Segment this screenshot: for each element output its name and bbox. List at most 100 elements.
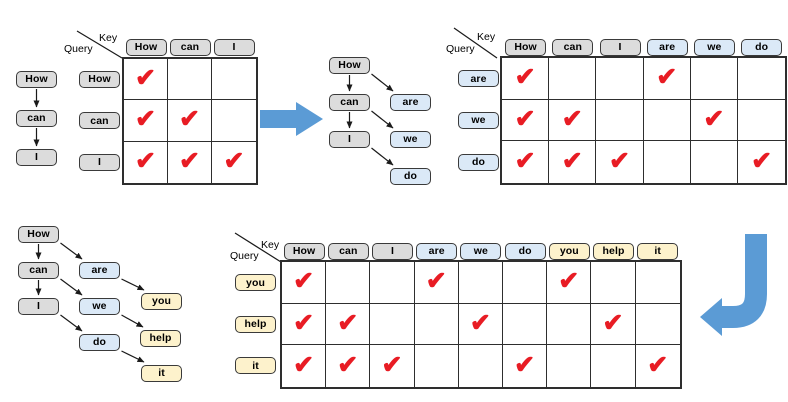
matrix-cell: ✔ bbox=[738, 141, 785, 183]
key-col-header-do: do bbox=[741, 39, 783, 56]
matrix-cell: ✔ bbox=[326, 345, 371, 387]
flow-arrow-down-left-head-icon bbox=[700, 298, 722, 336]
matrix-cell: ✔ bbox=[370, 345, 415, 387]
tree-edge-arrow bbox=[60, 314, 83, 332]
tree-node-i: I bbox=[329, 131, 370, 148]
tree-edge-arrow bbox=[60, 278, 83, 296]
matrix-cell bbox=[549, 58, 597, 100]
key-axis-label: Key bbox=[261, 239, 280, 251]
tree-node-i: I bbox=[16, 149, 57, 166]
matrix-cell: ✔ bbox=[282, 345, 327, 387]
matrix-cell: ✔ bbox=[643, 58, 691, 100]
check-icon: ✔ bbox=[561, 105, 583, 134]
matrix-cell bbox=[212, 100, 256, 142]
query-axis-label: Query bbox=[230, 250, 259, 262]
matrix-cell: ✔ bbox=[690, 99, 738, 142]
tree-node-do: do bbox=[79, 334, 120, 351]
key-col-header-can: can bbox=[327, 243, 369, 260]
key-col-header-you: you bbox=[548, 243, 590, 260]
matrix-cell: ✔ bbox=[502, 99, 550, 142]
tree-edge-arrow bbox=[60, 242, 83, 260]
tree-node-how: How bbox=[329, 57, 370, 74]
check-icon: ✔ bbox=[381, 350, 403, 379]
flow-arrow-right-icon bbox=[260, 102, 323, 136]
matrix-cell bbox=[596, 58, 644, 100]
matrix-cell bbox=[503, 262, 548, 304]
check-icon: ✔ bbox=[293, 350, 315, 379]
check-icon: ✔ bbox=[179, 105, 200, 134]
key-col-header-can: can bbox=[552, 39, 594, 56]
key-col-header-do: do bbox=[504, 243, 546, 260]
matrix-cell: ✔ bbox=[124, 59, 168, 101]
key-col-header-i: I bbox=[599, 39, 641, 56]
matrix-cell: ✔ bbox=[282, 262, 327, 304]
tree-node-we: we bbox=[79, 298, 120, 315]
matrix-cell bbox=[596, 99, 644, 142]
tree-node-are: are bbox=[390, 94, 431, 111]
matrix-cell bbox=[415, 345, 459, 387]
check-icon: ✔ bbox=[561, 147, 583, 176]
matrix-cell bbox=[738, 58, 786, 100]
tree-node-i: I bbox=[18, 298, 59, 315]
tree-edge-arrow bbox=[121, 350, 145, 363]
matrix-cell bbox=[414, 303, 459, 345]
matrix-cell bbox=[591, 345, 636, 387]
query-row-header-i: I bbox=[79, 153, 120, 171]
tree-node-can: can bbox=[16, 110, 57, 127]
query-row-header-are: are bbox=[458, 70, 499, 88]
key-axis-label: Key bbox=[99, 32, 118, 44]
tree-edge-arrow bbox=[371, 110, 394, 129]
matrix-cell bbox=[547, 303, 592, 345]
query-row-header-you: you bbox=[235, 274, 276, 292]
matrix-cell bbox=[643, 99, 691, 142]
tree-node-how: How bbox=[16, 71, 57, 88]
check-icon: ✔ bbox=[337, 350, 359, 379]
matrix-cell: ✔ bbox=[414, 262, 459, 304]
matrix-cell bbox=[459, 345, 503, 387]
matrix-cell bbox=[690, 58, 738, 100]
matrix-cell: ✔ bbox=[502, 141, 550, 184]
key-col-header-i: I bbox=[372, 243, 413, 260]
matrix-cell: ✔ bbox=[596, 141, 644, 184]
matrix-cell: ✔ bbox=[502, 58, 550, 100]
matrix-cell: ✔ bbox=[168, 141, 212, 183]
key-col-header-help: help bbox=[593, 243, 634, 260]
key-col-header-i: I bbox=[213, 39, 255, 56]
tree-edge-arrow bbox=[121, 314, 144, 328]
tree-node-it: it bbox=[141, 365, 182, 382]
matrix-cell bbox=[212, 59, 256, 101]
matrix-cell bbox=[635, 304, 680, 345]
matrix-cell bbox=[691, 141, 738, 184]
tree-node-you: you bbox=[141, 293, 182, 310]
matrix-cell: ✔ bbox=[168, 100, 212, 142]
check-icon: ✔ bbox=[609, 147, 630, 176]
matrix-cell: ✔ bbox=[503, 345, 548, 387]
matrix-cell bbox=[644, 141, 691, 184]
check-icon: ✔ bbox=[656, 63, 678, 92]
matrix-cell bbox=[738, 100, 786, 142]
matrix-cell: ✔ bbox=[124, 141, 168, 183]
matrix-cell: ✔ bbox=[282, 303, 327, 345]
check-icon: ✔ bbox=[751, 147, 773, 176]
check-icon: ✔ bbox=[602, 308, 624, 337]
matrix-cell: ✔ bbox=[458, 303, 503, 345]
check-icon: ✔ bbox=[703, 105, 725, 134]
check-icon: ✔ bbox=[293, 267, 315, 296]
attention-grid-second-decode-attention-mask: ✔✔✔✔✔✔✔✔✔✔✔✔ bbox=[280, 260, 682, 389]
tree-node-we: we bbox=[390, 131, 431, 148]
query-axis-label: Query bbox=[446, 43, 475, 55]
check-icon: ✔ bbox=[647, 350, 669, 379]
query-row-header-do: do bbox=[458, 153, 499, 171]
matrix-cell: ✔ bbox=[124, 100, 168, 142]
check-icon: ✔ bbox=[514, 147, 536, 176]
check-icon: ✔ bbox=[179, 147, 200, 176]
matrix-cell: ✔ bbox=[549, 99, 597, 142]
check-icon: ✔ bbox=[135, 147, 156, 176]
key-col-header-how: How bbox=[505, 39, 547, 56]
key-col-header-how: How bbox=[283, 243, 325, 260]
matrix-cell: ✔ bbox=[591, 303, 636, 345]
matrix-cell bbox=[547, 345, 592, 387]
tree-edge-arrow bbox=[121, 278, 145, 291]
tree-node-how: How bbox=[18, 226, 59, 243]
query-row-header-how: How bbox=[79, 71, 120, 89]
